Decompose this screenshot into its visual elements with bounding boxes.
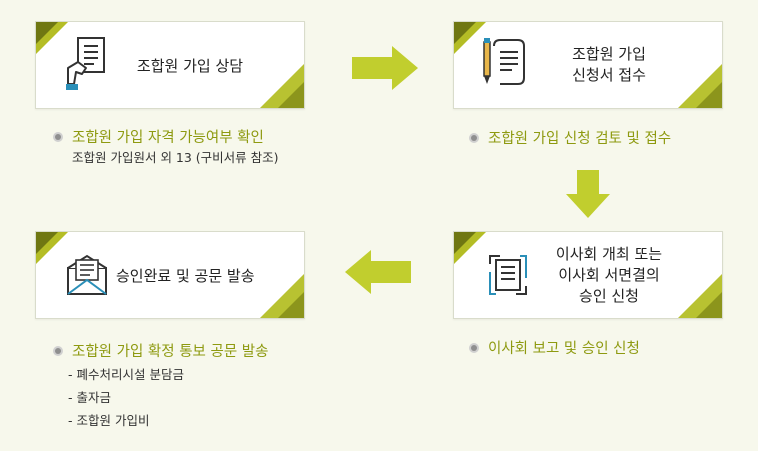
step1-notes: 조합원 가입 자격 가능여부 확인 조합원 가입원서 외 13 (구비서류 참조… [54,128,279,168]
envelope-letter-icon [67,254,107,295]
corner-decoration [36,22,68,54]
step-card-completion: 승인완료 및 공문 발송 [35,231,305,319]
note-main: 조합원 가입 확정 통보 공문 발송 [54,342,268,362]
note-sub-item: - 조합원 가입비 [68,413,150,428]
corner-decoration [260,64,304,108]
arrow-right-icon [352,46,418,90]
document-refresh-icon [489,255,527,295]
step-card-board-approval: 이사회 개최 또는 이사회 서면결의 승인 신청 [453,231,723,319]
step-card-consultation: 조합원 가입 상담 [35,21,305,109]
step-title: 조합원 가입 신청서 접수 [534,44,684,86]
note-main: 조합원 가입 신청 검토 및 접수 [470,129,671,149]
bullet-icon [471,135,477,141]
arrow-down-icon [566,170,610,218]
corner-decoration [454,22,486,54]
corner-decoration [260,274,304,318]
hand-document-icon [66,37,105,90]
step-title-line: 승인완료 및 공문 발송 [116,267,255,285]
note-sub: 조합원 가입원서 외 13 (구비서류 참조) [72,150,279,165]
bullet-icon [55,134,61,140]
note-sub-item: - 폐수처리시설 분담금 [68,367,184,382]
corner-decoration [36,232,68,264]
step4-notes: 조합원 가입 확정 통보 공문 발송 - 폐수처리시설 분담금 - 출자금 - … [54,342,268,431]
note-sub-item: - 출자금 [68,390,111,405]
step3-notes: 이사회 보고 및 승인 신청 [470,339,640,359]
step-title-line: 조합원 가입 [572,45,646,63]
step-title: 이사회 개최 또는 이사회 서면결의 승인 신청 [534,244,684,307]
arrow-left-icon [345,250,411,294]
step-title-line: 신청서 접수 [572,66,646,84]
step-card-application: 조합원 가입 신청서 접수 [453,21,723,109]
step-title: 조합원 가입 상담 [120,56,260,77]
corner-decoration [678,64,722,108]
note-main: 이사회 보고 및 승인 신청 [470,339,640,359]
corner-decoration [454,232,486,264]
step-title: 승인완료 및 공문 발송 [116,266,286,287]
step-title-line: 이사회 서면결의 [558,266,660,284]
bullet-icon [55,348,61,354]
pen-scroll-icon [483,38,525,85]
note-main: 조합원 가입 자격 가능여부 확인 [54,128,279,148]
step2-notes: 조합원 가입 신청 검토 및 접수 [470,129,671,149]
step-title-line: 조합원 가입 상담 [136,57,244,75]
bullet-icon [471,345,477,351]
corner-decoration [678,274,722,318]
step-title-line: 이사회 개최 또는 [555,245,663,263]
step-title-line: 승인 신청 [579,287,639,305]
